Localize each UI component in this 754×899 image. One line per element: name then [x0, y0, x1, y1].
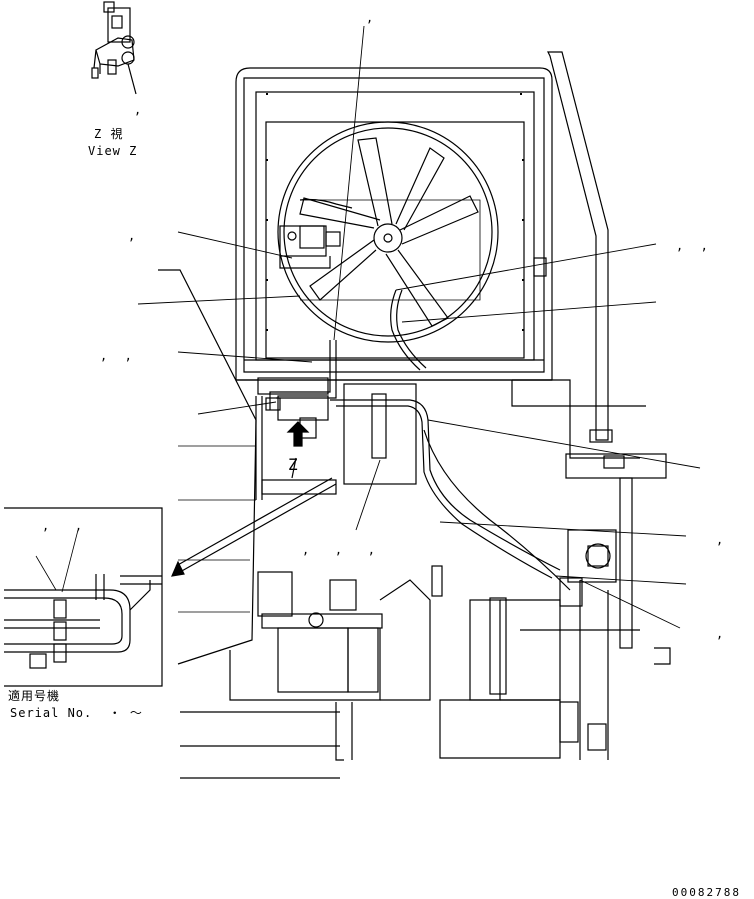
view-z-arrow-link — [291, 457, 297, 479]
fan-valve — [279, 198, 353, 269]
view-z-title-en: View Z — [88, 144, 138, 158]
callout-right-4: , — [716, 533, 725, 547]
callout-inset-top: , , — [42, 519, 84, 533]
callout-right-1: , , — [676, 239, 709, 253]
view-z-title-jp: Z 視 — [94, 127, 124, 141]
inset-pointer-arrow — [171, 477, 337, 577]
view-z-marker: Z — [288, 455, 299, 474]
handrail — [533, 51, 613, 443]
right-bracket-pump — [511, 379, 667, 760]
leader-lines — [137, 25, 701, 629]
callout-left-1: , — [128, 229, 137, 243]
side-panel-edge — [158, 269, 257, 665]
callout-right-6: , — [716, 627, 725, 641]
lower-machinery — [180, 565, 671, 779]
serial-label-en: Serial No. ・ ～ — [10, 706, 143, 720]
view-z-arrow — [286, 421, 310, 447]
serial-label-jp: 適用号機 — [8, 689, 61, 703]
radiator-cabinet — [235, 67, 553, 381]
callout-bottom-mid: , , , — [302, 543, 377, 557]
inset-detail — [4, 507, 163, 687]
callout-left-3: , , — [100, 349, 133, 363]
cooling-fan — [277, 121, 499, 343]
panel-lines — [178, 445, 256, 613]
callout-top-center: , — [366, 11, 375, 25]
drawing-number: 00082788 — [672, 886, 741, 899]
hydraulic-hoses — [269, 289, 571, 591]
lower-valve-block — [255, 377, 417, 500]
callout-view-z: , — [134, 103, 143, 117]
view-z-valve-detail — [91, 1, 137, 95]
